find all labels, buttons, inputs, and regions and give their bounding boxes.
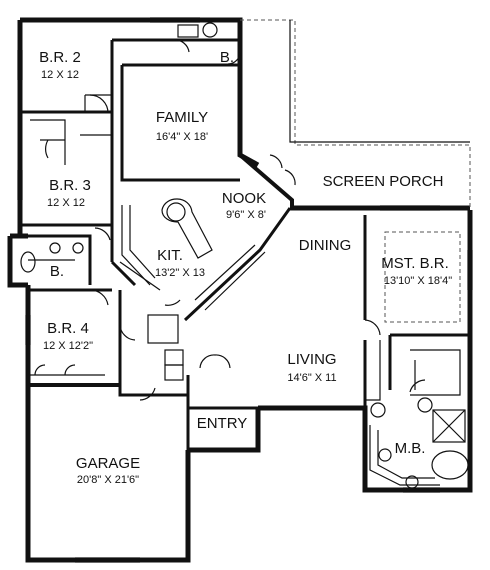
screen-porch-label: SCREEN PORCH [323, 173, 444, 190]
kit-label: KIT. [157, 247, 183, 264]
living-dims: 14'6" X 11 [287, 372, 336, 384]
room-labels: B.R. 2 12 X 12 FAMILY 16'4" X 18' B. SCR… [39, 49, 452, 486]
mst-br-label: MST. B.R. [381, 255, 449, 272]
br3-dims: 12 X 12 [47, 197, 85, 209]
mb-label: M.B. [395, 440, 426, 457]
family-dims: 16'4" X 18' [156, 131, 208, 143]
mst-br-dims: 13'10" X 18'4" [384, 275, 452, 287]
dining-label: DINING [299, 237, 352, 254]
doors [34, 39, 426, 401]
br2-dims: 12 X 12 [41, 69, 79, 81]
nook-dims: 9'6" X 8' [226, 209, 266, 221]
family-label: FAMILY [156, 109, 208, 126]
br4-dims: 12 X 12'2" [43, 340, 93, 352]
garage-label: GARAGE [76, 455, 140, 472]
br3-label: B.R. 3 [49, 177, 91, 194]
bath-top-label: B. [220, 49, 234, 66]
entry-label: ENTRY [197, 415, 248, 432]
br2-label: B.R. 2 [39, 49, 81, 66]
interior-walls [20, 22, 470, 489]
garage-dims: 20'8" X 21'6" [77, 474, 139, 486]
windows [17, 17, 473, 563]
living-label: LIVING [287, 351, 336, 368]
bath-left-label: B. [50, 263, 64, 280]
screen-porch-outline [240, 19, 471, 208]
nook-label: NOOK [222, 190, 266, 207]
br4-label: B.R. 4 [47, 320, 89, 337]
kit-dims: 13'2" X 13 [155, 267, 205, 279]
